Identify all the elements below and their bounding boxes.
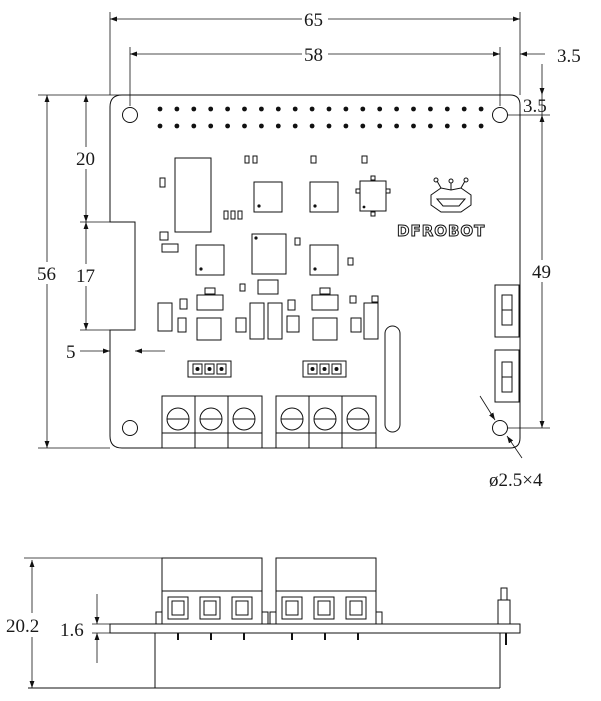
gpio-pin <box>259 123 264 129</box>
mounting-hole <box>122 107 138 123</box>
gpio-pin <box>377 106 383 112</box>
dim-edge-offset-right: 3.5 <box>557 46 581 67</box>
dim-notch-top: 20 <box>76 149 95 170</box>
gpio-pin <box>411 123 416 129</box>
jumper <box>187 360 232 378</box>
gpio-pin <box>360 106 366 112</box>
gpio-pin <box>326 106 332 112</box>
square-chip <box>355 175 391 217</box>
terminal-block-side <box>155 557 269 625</box>
gpio-pin <box>461 106 467 112</box>
gpio-pin <box>157 123 163 129</box>
logo-text: DFROBOT <box>397 222 485 240</box>
gpio-pin <box>225 106 231 112</box>
switch <box>494 349 520 403</box>
gpio-pin <box>360 123 366 129</box>
dim-edge-offset-top: 3.5 <box>523 96 547 117</box>
gpio-pin <box>411 106 416 112</box>
dim-hole-spacing: 49 <box>532 262 551 283</box>
gpio-pin <box>309 123 315 129</box>
gpio-pin <box>275 106 281 112</box>
gpio-pin <box>242 106 247 112</box>
gpio-pin <box>242 123 247 129</box>
dim-notch-depth: 5 <box>66 342 76 363</box>
terminal-block <box>275 395 377 449</box>
gpio-pin <box>444 106 450 112</box>
gpio-pin <box>174 106 180 112</box>
pins <box>177 633 507 645</box>
gpio-pin <box>444 123 450 129</box>
large-ic <box>174 157 212 233</box>
gpio-pin <box>377 123 383 129</box>
slot <box>384 325 401 433</box>
gpio-pin <box>478 106 484 112</box>
pcb-side <box>109 623 521 634</box>
dim-hole-spec: ø2.5×4 <box>489 470 543 491</box>
gpio-header <box>157 106 484 129</box>
gpio-pin <box>326 123 332 129</box>
board-outline <box>109 94 521 449</box>
mounting-hole <box>492 420 508 436</box>
mounting-holes <box>122 107 508 436</box>
gpio-pin <box>275 123 281 129</box>
gpio-pin <box>478 123 484 129</box>
jumper <box>302 360 347 378</box>
gpio-pin <box>157 106 163 112</box>
gpio-pin <box>208 106 214 112</box>
gpio-pin <box>394 106 399 112</box>
soic-chip <box>195 244 225 276</box>
gpio-pin <box>309 106 315 112</box>
dim-width-holes: 58 <box>304 45 323 66</box>
dimension-labels: 65 58 3.5 3.5 56 20 17 5 49 ø2.5×4 <box>36 8 581 491</box>
side-view: 20.2 1.6 <box>4 557 521 689</box>
gpio-pin <box>428 123 433 129</box>
gpio-pin <box>259 106 264 112</box>
soic-chip <box>309 181 339 213</box>
mounting-hole <box>492 107 508 123</box>
dfrobot-logo: DFROBOT <box>397 177 485 241</box>
mounting-hole <box>122 420 138 436</box>
dim-side-height: 20.2 <box>6 616 39 637</box>
dim-height-outer: 56 <box>37 264 56 285</box>
gpio-pin <box>394 123 399 129</box>
gpio-pin <box>343 123 349 129</box>
soic-chip <box>309 244 339 276</box>
gpio-pin <box>191 106 197 112</box>
gpio-pin <box>225 123 231 129</box>
terminal-block <box>161 395 263 449</box>
dim-pcb-thickness: 1.6 <box>60 620 84 641</box>
gpio-pin <box>208 123 214 129</box>
switch <box>494 284 520 338</box>
gpio-pin <box>343 106 349 112</box>
gpio-pin <box>292 106 298 112</box>
gpio-pin <box>174 123 180 129</box>
components <box>157 155 520 449</box>
soic-chip <box>253 181 283 213</box>
tssop-chip <box>251 233 287 275</box>
gpio-pin <box>292 123 298 129</box>
dim-width-outer: 65 <box>304 10 323 31</box>
gpio-pin <box>428 106 433 112</box>
gpio-pin <box>191 123 197 129</box>
dim-notch-height: 17 <box>76 266 95 287</box>
gpio-pin <box>461 123 467 129</box>
terminal-block-side <box>269 557 383 625</box>
